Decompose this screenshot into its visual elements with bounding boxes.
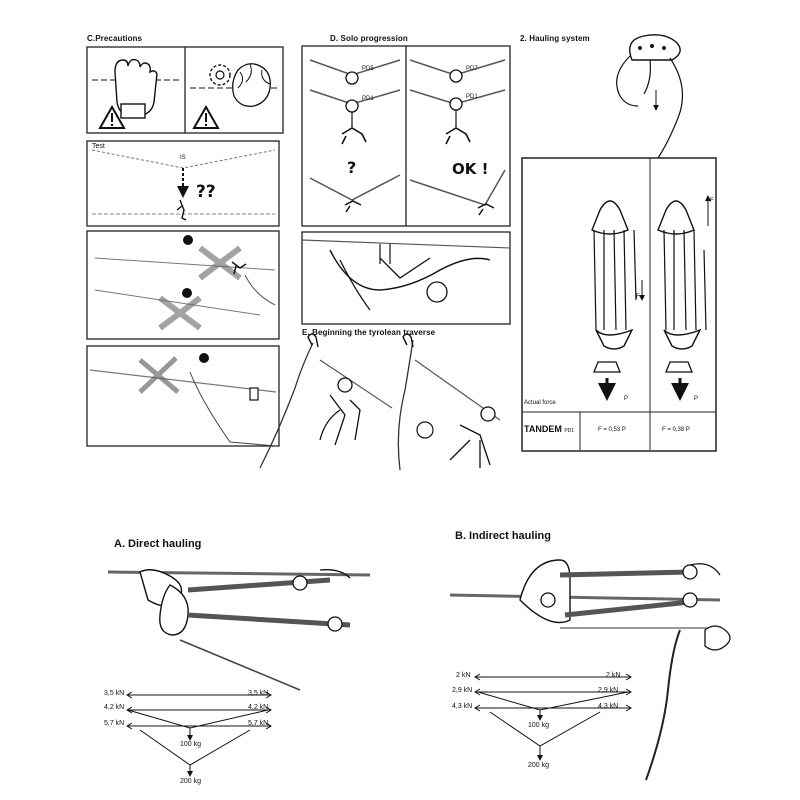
direct-right-force-2: 4,2 kN bbox=[248, 704, 269, 711]
direct-right-force-1: 3,5 kN bbox=[248, 690, 269, 697]
direct-hauling-illustration bbox=[107, 569, 371, 777]
solo-pd-top-left: PD5 bbox=[362, 66, 374, 72]
test-marker: IS bbox=[180, 155, 186, 161]
indirect-right-force-2: 2,9 kN bbox=[598, 687, 619, 694]
hauling-p-right: P bbox=[694, 396, 699, 402]
precautions-panel-1 bbox=[86, 46, 284, 134]
indirect-left-force-2: 2,9 kN bbox=[452, 687, 473, 694]
solo-pd-top-right: PD7 bbox=[466, 66, 478, 72]
hauling-f-label: F bbox=[710, 198, 714, 204]
section-solo-title: D. Solo progression bbox=[330, 34, 408, 43]
solo-pd-mid-left: PD1 bbox=[362, 96, 374, 102]
hauling-actual-force: Actual force bbox=[524, 400, 556, 406]
precautions-panel-3 bbox=[86, 230, 280, 340]
hauling-force-left: F = 0,53 P bbox=[598, 427, 626, 433]
direct-mid-load: 100 kg bbox=[180, 741, 202, 748]
hauling-system-illustration bbox=[521, 34, 717, 452]
solo-climber-panel bbox=[301, 231, 511, 325]
test-label: Test bbox=[92, 143, 105, 150]
section-hauling-title: 2. Hauling system bbox=[520, 34, 590, 43]
indirect-right-force-3: 4,3 kN bbox=[598, 703, 619, 710]
direct-bottom-load: 200 kg bbox=[180, 778, 202, 785]
direct-left-force-1: 3,5 kN bbox=[104, 690, 125, 697]
indirect-mid-load: 100 kg bbox=[528, 722, 550, 729]
hauling-f-label-left: F bbox=[636, 294, 640, 300]
solo-ok: OK ! bbox=[452, 160, 489, 178]
indirect-left-force-3: 4,3 kN bbox=[452, 703, 473, 710]
solo-progression-panels bbox=[301, 45, 511, 227]
tyrolean-illustrations bbox=[259, 333, 501, 471]
hauling-force-right: F = 0,38 P bbox=[662, 427, 690, 433]
hauling-tandem: TANDEM PD1 bbox=[524, 424, 575, 434]
direct-left-force-2: 4,2 kN bbox=[104, 704, 125, 711]
solo-question: ? bbox=[347, 158, 357, 177]
hauling-p-left: P bbox=[624, 396, 629, 402]
direct-left-force-3: 5,7 kN bbox=[104, 720, 125, 727]
solo-pd-mid-right: PD1 bbox=[466, 94, 478, 100]
indirect-bottom-load: 200 kg bbox=[528, 762, 550, 769]
precautions-panel-4 bbox=[86, 345, 280, 447]
indirect-left-force-1: 2 kN bbox=[456, 672, 471, 679]
section-indirect-title: B. Indirect hauling bbox=[455, 530, 551, 542]
section-direct-title: A. Direct hauling bbox=[114, 538, 202, 550]
section-precautions-title: C.Precautions bbox=[87, 34, 143, 43]
section-tyrolean-title: E. Beginning the tyrolean traverse bbox=[302, 328, 436, 337]
test-question: ?? bbox=[196, 182, 216, 202]
indirect-right-force-1: 2 kN bbox=[606, 672, 621, 679]
indirect-hauling-illustration bbox=[449, 559, 731, 781]
direct-right-force-3: 5,7 kN bbox=[248, 720, 269, 727]
precautions-test-panel bbox=[86, 140, 280, 227]
